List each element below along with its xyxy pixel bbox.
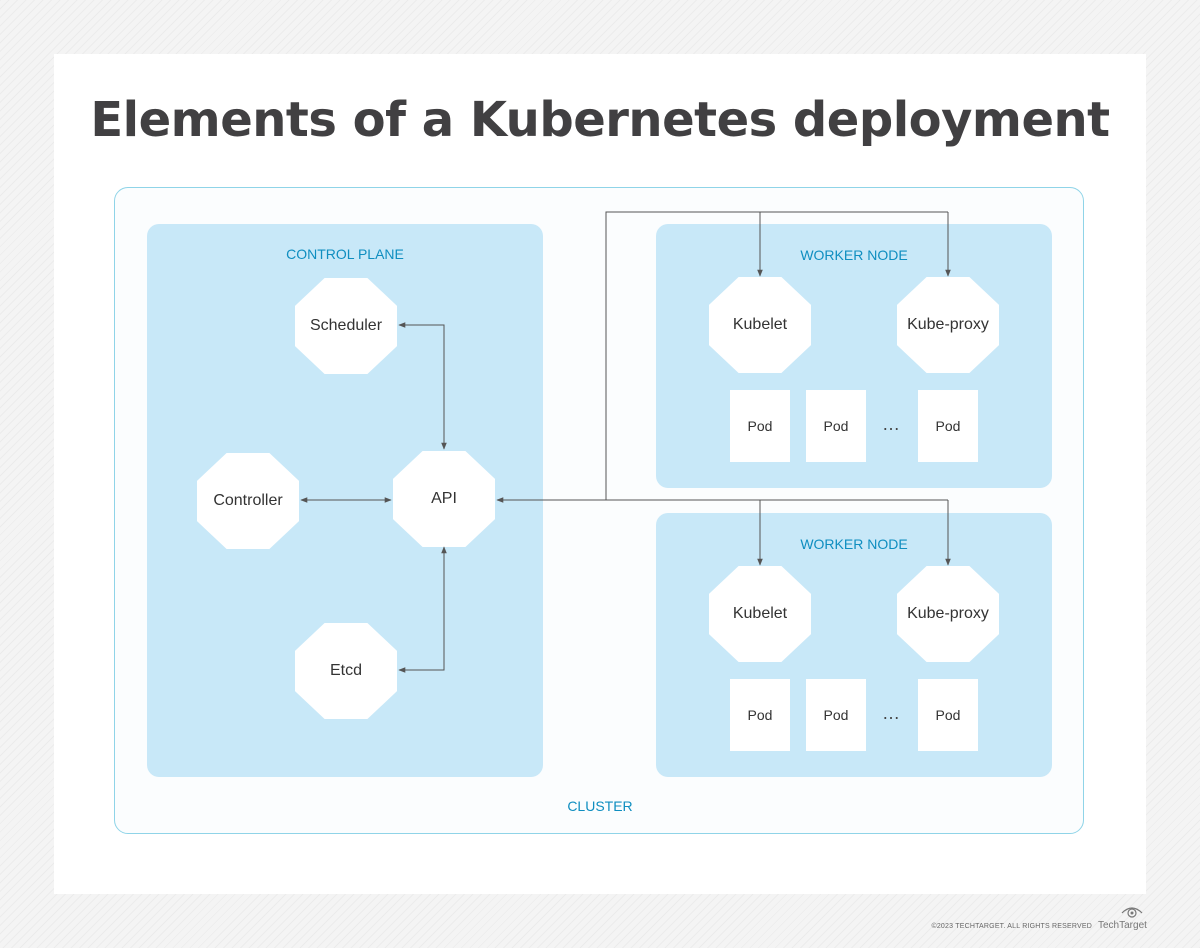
kube-proxy-node: Kube-proxy bbox=[897, 277, 999, 373]
pod-box: Pod bbox=[918, 679, 978, 751]
logo-wordmark: TechTarget bbox=[1098, 920, 1147, 931]
pod-box: Pod bbox=[730, 390, 790, 462]
kubelet-node: Kubelet bbox=[709, 277, 811, 373]
worker-node-label: WORKER NODE bbox=[800, 247, 908, 263]
techtarget-logo: TechTarget bbox=[1098, 906, 1148, 934]
pod-box: Pod bbox=[730, 679, 790, 751]
etcd-api-connector bbox=[398, 546, 447, 673]
scheduler-node: Scheduler bbox=[295, 278, 397, 374]
control-plane-label: CONTROL PLANE bbox=[286, 246, 404, 262]
pod-box: Pod bbox=[918, 390, 978, 462]
api-node: API bbox=[393, 451, 495, 547]
eye-icon bbox=[1121, 907, 1143, 918]
worker-node-label: WORKER NODE bbox=[800, 536, 908, 552]
scheduler-api-connector bbox=[398, 322, 447, 450]
pod-ellipsis: … bbox=[882, 703, 900, 723]
cluster-label: CLUSTER bbox=[567, 798, 633, 814]
pod-box: Pod bbox=[806, 679, 866, 751]
diagram-title: Elements of a Kubernetes deployment bbox=[90, 92, 1110, 148]
etcd-node: Etcd bbox=[295, 623, 397, 719]
pod-box: Pod bbox=[806, 390, 866, 462]
kubelet-node: Kubelet bbox=[709, 566, 811, 662]
controller-node: Controller bbox=[197, 453, 299, 549]
worker-node-1-trunk bbox=[605, 211, 948, 500]
copyright-notice: ©2023 TECHTARGET. ALL RIGHTS RESERVED bbox=[931, 923, 1092, 930]
pod-ellipsis: … bbox=[882, 414, 900, 434]
kube-proxy-node: Kube-proxy bbox=[897, 566, 999, 662]
